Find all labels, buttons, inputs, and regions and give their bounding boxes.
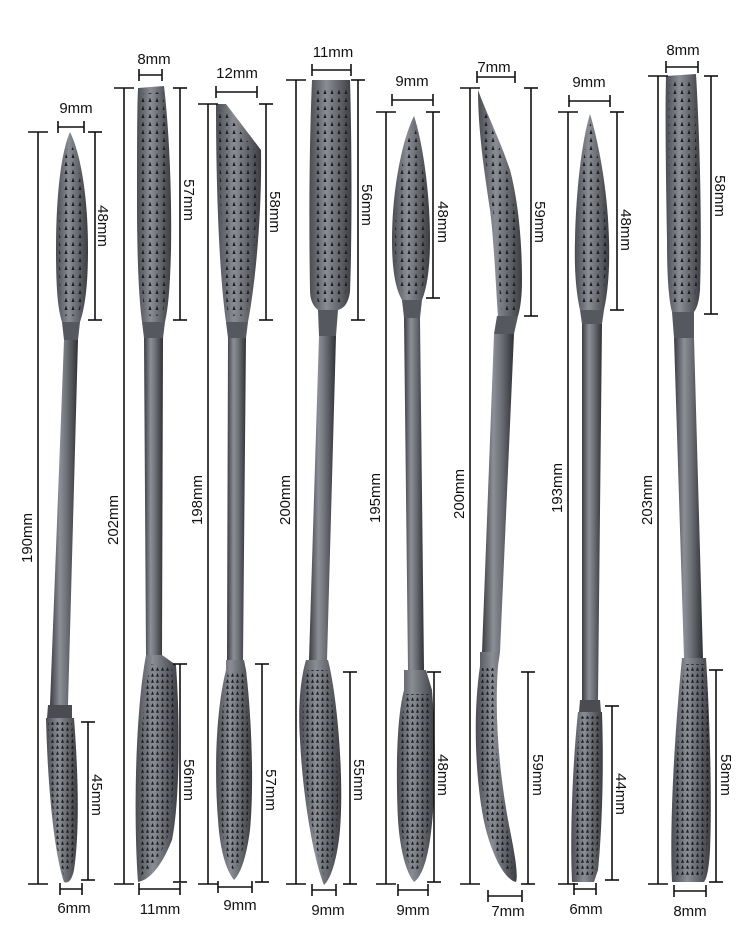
rasp-2-bottom-length-label: 56mm [180, 759, 197, 801]
rasp-1-top-length-dimension: 48mm [88, 131, 111, 321]
rasp-3: 198mm 12mm 58mm 57mm 9mm [189, 65, 283, 914]
rasp-6-bottom-length-dimension: 59mm [521, 671, 546, 885]
rasp-1-bottom-width-label: 6mm [57, 900, 90, 917]
rasp-6-bottom-width-dimension: 7mm [487, 890, 525, 920]
rasp-5-bottom-length-label: 48mm [434, 754, 451, 796]
rasp-7-bottom-width-label: 6mm [569, 901, 602, 918]
rasp-1-length-label: 190mm [19, 513, 36, 563]
rasp-7-length-label: 193mm [549, 463, 566, 513]
rasp-7-bottom-width-dimension: 6mm [569, 883, 603, 918]
rasp-2-top-width-dimension: 8mm [137, 51, 171, 81]
rasp-3-top-width-dimension: 12mm [215, 65, 258, 98]
rasp-2-top-length-dimension: 57mm [173, 87, 197, 321]
rasp-6-top-width-label: 7mm [477, 59, 510, 76]
rasp-8-length-dimension: 203mm [639, 75, 668, 885]
rasp-6-length-dimension: 200mm [451, 87, 480, 885]
rasp-2-bottom-length-dimension: 56mm [173, 663, 197, 883]
rasp-3-top-width-label: 12mm [216, 65, 258, 82]
rasp-2-top-width-label: 8mm [137, 51, 170, 68]
rasp-3-bottom-length-dimension: 57mm [255, 663, 279, 883]
rasp-1: 190mm 9mm 48mm 45mm 6mm [19, 100, 111, 917]
rasp-4-top-length-dimension: 56mm [351, 79, 375, 321]
rasp-4-length-label: 200mm [277, 475, 294, 525]
rasp-3-top-length-dimension: 58mm [259, 103, 283, 321]
rasp-1-length-dimension: 190mm [19, 131, 48, 885]
rasp-7-top-width-label: 9mm [572, 74, 605, 91]
rasp-5-image [392, 116, 435, 882]
rasp-1-image [46, 132, 88, 883]
rasp-7: 193mm 9mm 48mm 44mm 6mm [549, 74, 634, 918]
rasp-5-top-length-label: 48mm [434, 201, 451, 243]
rasp-3-bottom-width-label: 9mm [223, 897, 256, 914]
rasp-8-bottom-length-dimension: 58mm [709, 669, 734, 883]
rasp-5-length-label: 195mm [367, 473, 384, 523]
rasp-3-top-length-label: 58mm [266, 191, 283, 233]
rasp-1-top-length-label: 48mm [94, 205, 111, 247]
rasp-7-image [571, 114, 610, 882]
rasp-8-top-length-dimension: 58mm [704, 75, 728, 315]
rasp-6-top-width-dimension: 7mm [476, 59, 516, 83]
rasp-8-top-width-dimension: 8mm [665, 42, 700, 73]
rasp-7-length-dimension: 193mm [549, 111, 578, 885]
rasp-6-top-length-dimension: 59mm [524, 87, 548, 317]
rasp-3-bottom-length-label: 57mm [262, 769, 279, 811]
rasp-1-top-width-dimension: 9mm [57, 100, 93, 133]
rasp-6-bottom-length-label: 59mm [529, 754, 546, 796]
rasp-7-top-width-dimension: 9mm [568, 74, 611, 107]
rasp-2: 202mm 8mm 57mm 56mm 11mm [105, 51, 197, 918]
rasp-1-bottom-length-label: 45mm [88, 774, 105, 816]
rasp-5-top-length-dimension: 48mm [426, 111, 451, 299]
rasp-5-top-width-dimension: 9mm [391, 73, 434, 106]
rasp-1-top-width-label: 9mm [59, 100, 92, 117]
rasp-8-bottom-width-dimension: 8mm [673, 885, 707, 920]
rasp-2-length-dimension: 202mm [105, 87, 134, 885]
rasp-6-length-label: 200mm [451, 469, 468, 519]
rasp-3-length-dimension: 198mm [189, 103, 218, 885]
rasp-5: 195mm 9mm 48mm 48mm 9mm [367, 73, 451, 919]
rasp-7-bottom-length-label: 44mm [612, 773, 629, 815]
rasp-5-top-width-label: 9mm [395, 73, 428, 90]
rasp-4-bottom-length-label: 55mm [350, 759, 367, 801]
rasp-8-length-label: 203mm [639, 475, 656, 525]
rasp-6-bottom-width-label: 7mm [491, 903, 524, 920]
rasp-5-bottom-width-label: 9mm [396, 902, 429, 919]
rasp-4-length-dimension: 200mm [277, 79, 306, 885]
rasp-6-image [475, 90, 522, 882]
rasp-1-bottom-width-dimension: 6mm [57, 883, 91, 917]
rasp-5-bottom-length-dimension: 48mm [427, 671, 451, 883]
rasp-8-bottom-length-label: 58mm [717, 754, 734, 796]
rasp-3-length-label: 198mm [189, 475, 206, 525]
rasp-2-bottom-width-dimension: 11mm [138, 883, 181, 918]
rasp-4-image [299, 80, 352, 885]
rasp-4: 200mm 11mm 56mm 55mm 9mm [277, 44, 375, 919]
rasp-2-image [135, 86, 179, 882]
rasp-2-length-label: 202mm [105, 495, 122, 545]
rasp-8-top-width-label: 8mm [666, 42, 699, 59]
rasp-4-bottom-width-label: 9mm [311, 902, 344, 919]
rasp-2-top-length-label: 57mm [180, 179, 197, 221]
rasp-8-top-length-label: 58mm [711, 175, 728, 217]
rasp-8-image [665, 74, 711, 882]
rasp-6-top-length-label: 59mm [531, 201, 548, 243]
rasp-1-bottom-length-dimension: 45mm [81, 721, 105, 881]
rasp-4-top-width-label: 11mm [313, 44, 354, 61]
rasp-7-top-length-label: 48mm [617, 209, 634, 251]
rasp-8: 203mm 8mm 58mm 58mm 8mm [639, 42, 734, 920]
rasp-5-bottom-width-dimension: 9mm [396, 884, 430, 919]
rasp-3-bottom-width-dimension: 9mm [217, 881, 257, 914]
rasp-2-bottom-width-label: 11mm [140, 901, 181, 918]
rasp-8-bottom-width-label: 8mm [673, 903, 706, 920]
rasp-4-bottom-length-dimension: 55mm [343, 671, 367, 885]
rasp-4-bottom-width-dimension: 9mm [311, 884, 345, 919]
rasp-7-bottom-length-dimension: 44mm [605, 705, 629, 881]
rasp-7-top-length-dimension: 48mm [610, 111, 634, 311]
rasp-3-image [216, 104, 262, 880]
rasp-4-top-width-dimension: 11mm [311, 44, 354, 76]
rasp-5-length-dimension: 195mm [367, 111, 396, 885]
rasp-4-top-length-label: 56mm [358, 184, 375, 226]
rasp-6: 200mm 7mm 59mm 59mm 7mm [451, 59, 548, 920]
